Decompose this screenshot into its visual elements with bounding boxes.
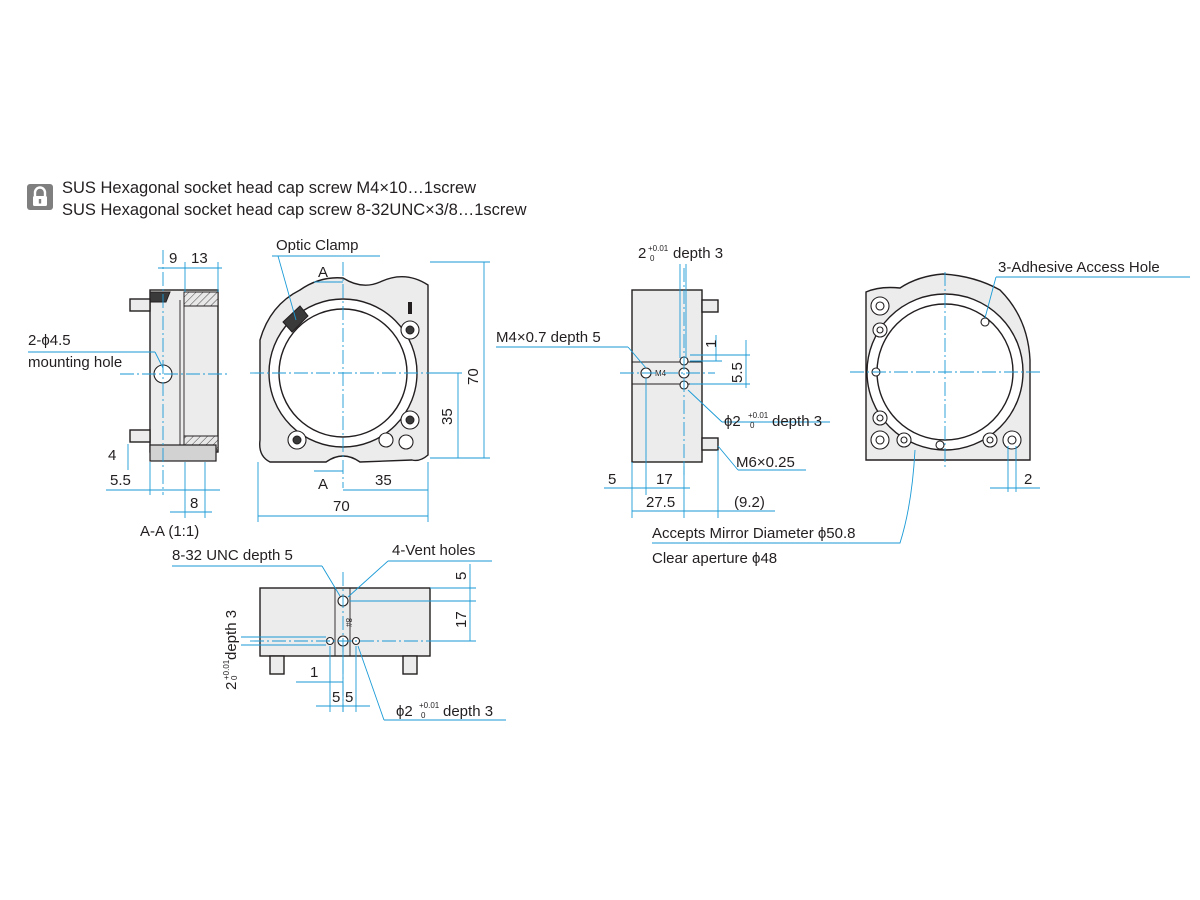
dim-5: 5 [608, 471, 616, 488]
section-hatch-top [183, 291, 219, 307]
section-a-top: A [318, 264, 328, 281]
front-hole-b [378, 432, 394, 448]
dim-70-v: 70 [333, 498, 350, 515]
unc-mark: 8# [344, 618, 353, 627]
dim-5b: 5 [345, 689, 353, 706]
back-view: 3-Adhesive Access Hole 2 Accepts Mirror … [652, 259, 1190, 567]
clear-aperture-label: Clear aperture ϕ48 [652, 550, 777, 567]
pin-hole-dia-depth: depth 3 [443, 703, 493, 720]
adhesive-holes-label: 3-Adhesive Access Hole [998, 259, 1160, 276]
mount-hole-text: mounting hole [28, 354, 122, 371]
dim-17: 17 [453, 611, 470, 628]
side-pin-top [701, 299, 719, 313]
m6-thread-label: M6×0.25 [736, 454, 795, 471]
section-view: 9 13 2-ϕ4.5 mounting hole 4 5.5 8 A-A (1… [28, 250, 230, 540]
pin-hole-dia-base: ϕ2 [396, 703, 413, 720]
section-title: A-A (1:1) [140, 523, 199, 540]
dim-35-h: 35 [439, 408, 456, 425]
pin-hole-dia-base: ϕ2 [724, 413, 741, 430]
dim-5a: 5 [332, 689, 340, 706]
pin-hole-dia-tol-lower: 0 [421, 711, 426, 720]
pin-hole-top-base: 2 [638, 245, 646, 262]
pin-hole-dia-tol-upper: +0.01 [419, 701, 440, 710]
pin-hole-side-base: 2 [223, 682, 240, 690]
dim-8: 8 [190, 495, 198, 512]
side-view: M4 2 +0.01 0 depth 3 M4×0.7 depth 5 1 5.… [496, 244, 830, 518]
lock-icon [27, 184, 53, 210]
section-base [149, 444, 217, 462]
dim-2: 2 [1024, 471, 1032, 488]
adhesive-hole-3 [935, 440, 945, 450]
dim-1: 1 [703, 340, 720, 348]
pin-hole-side-depth: depth 3 [223, 610, 240, 660]
back-screw-holes [870, 296, 1022, 450]
dim-9-2: (9.2) [734, 494, 765, 511]
dim-5-5: 5.5 [110, 472, 131, 489]
mount-pin-top [129, 298, 151, 312]
adhesive-hole-1 [980, 317, 990, 327]
screw-note-m4: SUS Hexagonal socket head cap screw M4×1… [62, 179, 477, 197]
vent-holes-label: 4-Vent holes [392, 542, 475, 559]
front-hole-b2 [398, 434, 414, 450]
section-clamp-top [149, 291, 171, 303]
pin-hole-dia-tol-upper: +0.01 [748, 411, 769, 420]
dim-5-5: 5.5 [729, 362, 746, 383]
pin-hole-side-tol-upper: +0.01 [222, 659, 231, 680]
dim-17: 17 [656, 471, 673, 488]
pin-hole-top-depth: depth 3 [673, 245, 723, 262]
pin-hole-side-tol-lower: 0 [230, 675, 239, 680]
pin-hole-top-tol-upper: +0.01 [648, 244, 669, 253]
dim-5: 5 [453, 572, 470, 580]
pin-hole-top-tol-lower: 0 [650, 254, 655, 263]
dim-35-v: 35 [375, 472, 392, 489]
screw-note-unc: SUS Hexagonal socket head cap screw 8-32… [62, 201, 527, 219]
mount-pin-bottom [129, 429, 151, 443]
mirror-diameter-label: Accepts Mirror Diameter ϕ50.8 [652, 525, 855, 542]
optic-clamp-label: Optic Clamp [276, 237, 359, 254]
bottom-pin-right [402, 655, 418, 675]
bottom-view: 8# 8-32 UNC depth 5 4-Vent holes 5 17 2 … [172, 542, 506, 721]
dim-13: 13 [191, 250, 208, 267]
m4-thread-label: M4×0.7 depth 5 [496, 329, 601, 346]
bottom-pin-left [269, 655, 285, 675]
side-pin-bottom [701, 437, 719, 451]
dim-9: 9 [169, 250, 177, 267]
front-view: Optic Clamp A A 70 35 70 35 [250, 237, 490, 522]
pin-hole-dia-tol-lower: 0 [750, 421, 755, 430]
dim-1: 1 [310, 664, 318, 681]
unc-thread-label: 8-32 UNC depth 5 [172, 547, 293, 564]
dim-27-5: 27.5 [646, 494, 675, 511]
m4-mark: M4 [655, 369, 667, 378]
pin-hole-dia-depth: depth 3 [772, 413, 822, 430]
dim-4: 4 [108, 447, 116, 464]
section-a-bottom: A [318, 476, 328, 493]
dim-70-h: 70 [465, 368, 482, 385]
mount-hole-count: 2-ϕ4.5 [28, 332, 71, 349]
